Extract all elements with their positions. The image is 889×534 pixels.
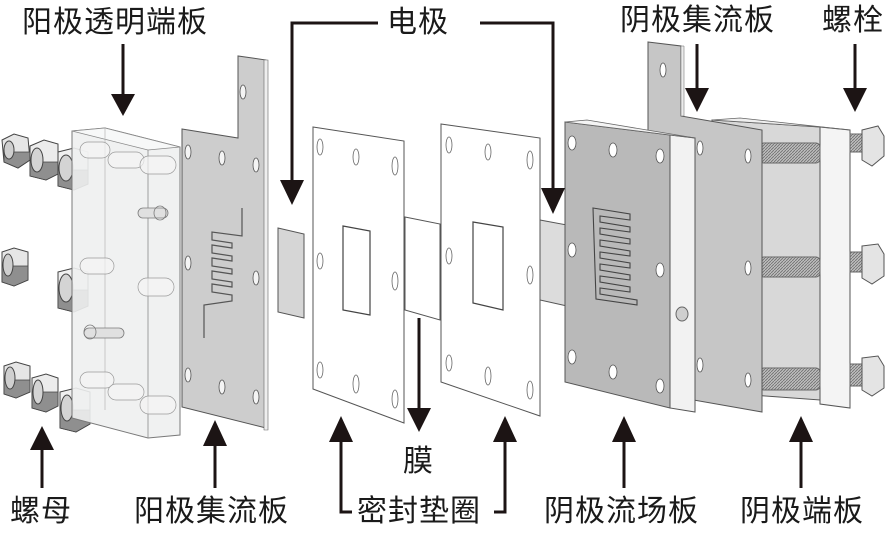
bolt xyxy=(759,355,885,397)
label-bolt: 螺栓 xyxy=(822,3,884,38)
serpentine-channel xyxy=(203,208,243,338)
arrow-bolt xyxy=(843,44,867,112)
arrow-membrane xyxy=(407,318,431,432)
gasket-right xyxy=(440,123,541,417)
arrow-head-gasket-left xyxy=(329,416,353,442)
gasket-left xyxy=(312,126,405,424)
arrows xyxy=(30,21,867,514)
cathode-electrode xyxy=(539,219,568,307)
bolt xyxy=(759,243,885,285)
anode-current-collector xyxy=(181,55,269,431)
label-gasket: 密封垫圈 xyxy=(357,494,481,529)
arrow-head-electrode-right xyxy=(541,188,565,214)
membrane xyxy=(404,216,441,321)
nut xyxy=(1,133,31,169)
arrow-head-gasket-right xyxy=(493,416,517,442)
label-cathode-current-collector: 阴极集流板 xyxy=(620,3,775,38)
flow-channel xyxy=(592,207,638,306)
arrow-nut xyxy=(30,426,54,488)
arrow-anode-end-plate xyxy=(111,44,135,116)
arrow-head-electrode-left xyxy=(280,180,304,205)
arrow-cathode-flow-plate xyxy=(612,416,636,488)
label-electrode: 电极 xyxy=(387,5,449,40)
nut xyxy=(29,139,59,181)
label-cathode-end-plate: 阴极端板 xyxy=(740,494,864,529)
nut xyxy=(31,373,59,413)
cathode-flow-field-plate xyxy=(564,119,696,413)
bolts-group xyxy=(759,125,885,397)
anode-transparent-end-plate xyxy=(71,127,181,439)
nut xyxy=(3,361,31,399)
arrow-cathode-end-plate xyxy=(789,416,813,488)
label-nut: 螺母 xyxy=(10,494,72,529)
label-anode-transparent-end-plate: 阳极透明端板 xyxy=(22,5,208,40)
arrow-gasket xyxy=(339,440,507,514)
nut xyxy=(1,247,29,287)
label-anode-current-collector: 阳极集流板 xyxy=(134,494,289,529)
arrow-electrode xyxy=(290,21,555,190)
label-membrane: 膜 xyxy=(403,444,434,479)
arrow-cathode-current-collector xyxy=(685,44,709,112)
bolt xyxy=(759,125,885,167)
anode-electrode xyxy=(277,227,305,319)
label-cathode-flow-field-plate: 阴极流场板 xyxy=(544,494,699,529)
port-fitting xyxy=(83,205,169,340)
arrow-anode-current-collector xyxy=(203,420,227,488)
